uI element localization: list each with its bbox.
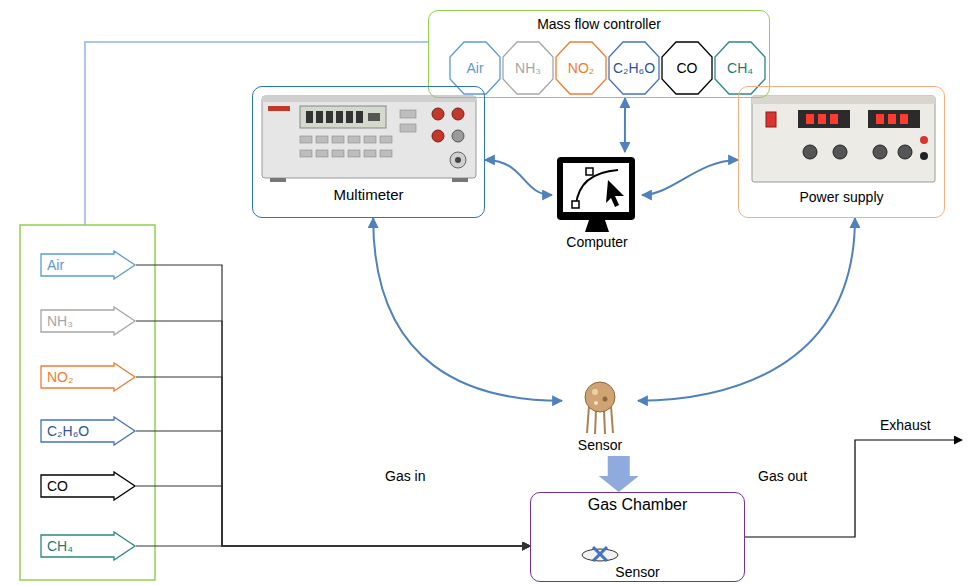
gas-chamber: Gas ChamberSensor [530,492,745,582]
gas-name: NH₃ [515,60,541,76]
exhaust-line [745,440,962,537]
flow-label: Exhaust [880,417,931,433]
gas-line [136,545,530,546]
power-supply-device [752,96,935,182]
signal-connector [373,218,562,401]
gas-name: Air [47,257,64,273]
chamber-text: Sensor [615,564,659,580]
signal-connector [485,160,552,195]
gas-line [136,486,530,546]
instrument-name: Multimeter [333,186,403,203]
controller-panel: Mass flow controllerAir NH₃ NO₂ C₂H₆O CO CH₄ [428,10,770,98]
gas-inlet: NO₂ [40,362,136,392]
gas-name: NO₂ [47,369,73,385]
gas-octagon: C₂H₆O [608,41,660,95]
gas-name: CO [677,60,698,76]
gas-octagon: CO [661,41,713,95]
gas-line [136,377,530,546]
flow-label: Gas in [385,468,425,484]
chamber-text: Gas Chamber [588,496,688,514]
gas-line [136,321,530,546]
signal-connector [638,218,855,401]
flow-label: Gas out [758,468,807,484]
signal-connector [642,160,738,195]
multimeter-device [262,96,476,182]
gas-inlet: CH₄ [40,531,136,561]
signal-connector [624,98,626,152]
chamber-sensor-symbol [582,547,618,561]
gas-octagon: NH₃ [502,41,554,95]
computer-icon [557,157,635,232]
gas-name: C₂H₆O [613,60,655,76]
gas-inlet: NH₃ [40,306,136,336]
block-arrow [599,456,639,492]
gas-inlet: CO [40,471,136,501]
gas-line [136,265,530,546]
gas-name: NH₃ [47,313,73,329]
computer-node: Computer [552,152,642,252]
sensor-name: Sensor [578,437,622,453]
gas-name: Air [466,60,483,76]
gas-name: C₂H₆O [47,423,89,439]
computer-name: Computer [566,234,627,250]
gas-line [136,431,530,546]
gas-name: CH₄ [47,538,73,554]
panel-title: Mass flow controller [537,16,661,32]
supply-frame [20,225,155,580]
gas-name: CH₄ [727,60,753,76]
gas-inlet: C₂H₆O [40,416,136,446]
instrument-name: Power supply [799,189,883,205]
instrument-panel: Multimeter [252,86,485,218]
instrument-panel: Power supply [738,86,945,218]
gas-name: CO [47,478,68,494]
sensor-icon [585,382,615,434]
sensor-node: Sensor [562,378,638,454]
gas-octagon: NO₂ [555,41,607,95]
gas-name: NO₂ [568,60,594,76]
gas-inlet: Air [40,250,136,280]
